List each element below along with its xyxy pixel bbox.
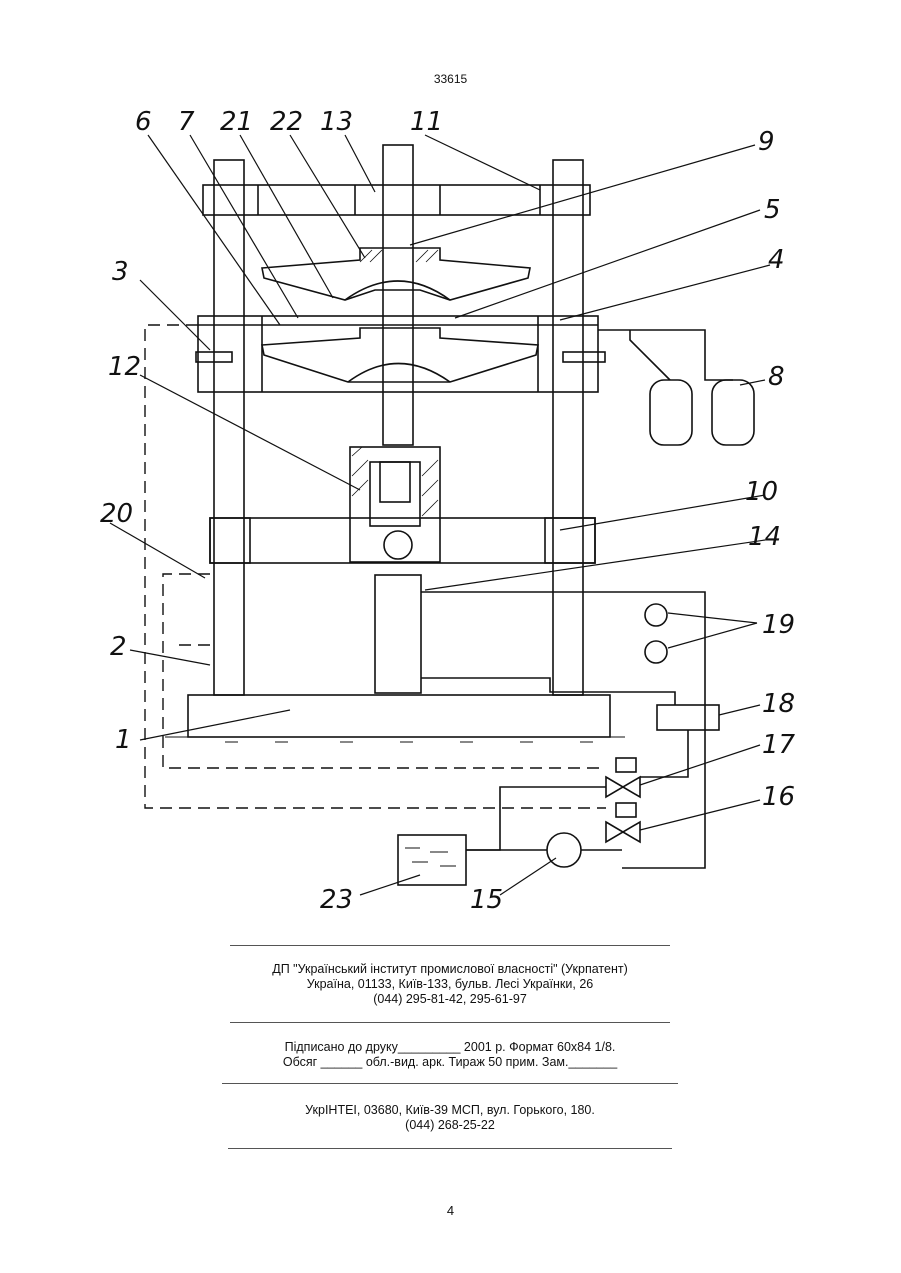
gauge-upper bbox=[645, 604, 667, 626]
publisher-phone: (044) 295-81-42, 295-61-97 bbox=[225, 992, 675, 1007]
upper-mold bbox=[262, 248, 530, 300]
callout-2: 2 bbox=[110, 632, 127, 662]
callout-16: 16 bbox=[762, 782, 795, 812]
callout-22: 22 bbox=[270, 107, 303, 137]
valve-17 bbox=[606, 777, 640, 797]
callout-3: 3 bbox=[112, 257, 129, 287]
callout-21: 21 bbox=[220, 107, 253, 137]
printer-phone: (044) 268-25-22 bbox=[225, 1118, 675, 1133]
callout-6: 6 bbox=[135, 107, 152, 137]
callout-13: 13 bbox=[320, 107, 353, 137]
callout-19: 19 bbox=[762, 610, 795, 640]
print-info-block: Підписано до друку_________ 2001 р. Форм… bbox=[225, 1040, 675, 1070]
right-column bbox=[553, 160, 583, 695]
callout-8: 8 bbox=[768, 362, 785, 392]
callout-15: 15 bbox=[470, 885, 503, 915]
publisher-name: ДП "Український інститут промислової вла… bbox=[225, 962, 675, 977]
page-number: 4 bbox=[0, 1203, 901, 1218]
divider bbox=[222, 1083, 678, 1084]
callout-14: 14 bbox=[748, 522, 781, 552]
top-crosshead bbox=[203, 185, 590, 215]
publisher-address: Україна, 01133, Київ-133, бульв. Лесі Ук… bbox=[225, 977, 675, 992]
callout-12: 12 bbox=[108, 352, 141, 382]
pump bbox=[547, 833, 581, 867]
divider bbox=[230, 1022, 670, 1023]
gas-cylinder-left bbox=[650, 380, 692, 445]
base bbox=[188, 695, 610, 737]
gauge-lower bbox=[645, 641, 667, 663]
callout-10: 10 bbox=[745, 477, 778, 507]
gas-cylinder-right bbox=[712, 380, 754, 445]
callout-11: 11 bbox=[410, 107, 443, 137]
callout-17: 17 bbox=[762, 730, 796, 760]
callout-5: 5 bbox=[764, 195, 781, 225]
callout-18: 18 bbox=[762, 689, 795, 719]
divider bbox=[230, 945, 670, 946]
tank bbox=[398, 835, 466, 885]
callout-7: 7 bbox=[178, 107, 195, 137]
printer-block: УкрІНТЕІ, 03680, Київ-39 МСП, вул. Горьк… bbox=[225, 1103, 675, 1133]
callout-1: 1 bbox=[115, 725, 132, 755]
control-unit bbox=[657, 705, 719, 730]
central-shaft bbox=[383, 145, 413, 445]
callout-23: 23 bbox=[320, 885, 353, 915]
callout-9: 9 bbox=[758, 127, 775, 157]
callout-4: 4 bbox=[768, 245, 785, 275]
printer-address: УкрІНТЕІ, 03680, Київ-39 МСП, вул. Горьк… bbox=[225, 1103, 675, 1118]
divider bbox=[228, 1148, 672, 1149]
lower-mold bbox=[262, 328, 538, 382]
valve-16 bbox=[606, 822, 640, 842]
print-info-volume: Обсяг ______ обл.-вид. арк. Тираж 50 при… bbox=[225, 1055, 675, 1070]
publisher-block: ДП "Український інститут промислової вла… bbox=[225, 962, 675, 1007]
callout-20: 20 bbox=[100, 499, 133, 529]
middle-crossbeam bbox=[210, 518, 595, 563]
lower-piston bbox=[375, 575, 421, 693]
print-info-signed: Підписано до друку_________ 2001 р. Форм… bbox=[225, 1040, 675, 1055]
roller bbox=[384, 531, 412, 559]
